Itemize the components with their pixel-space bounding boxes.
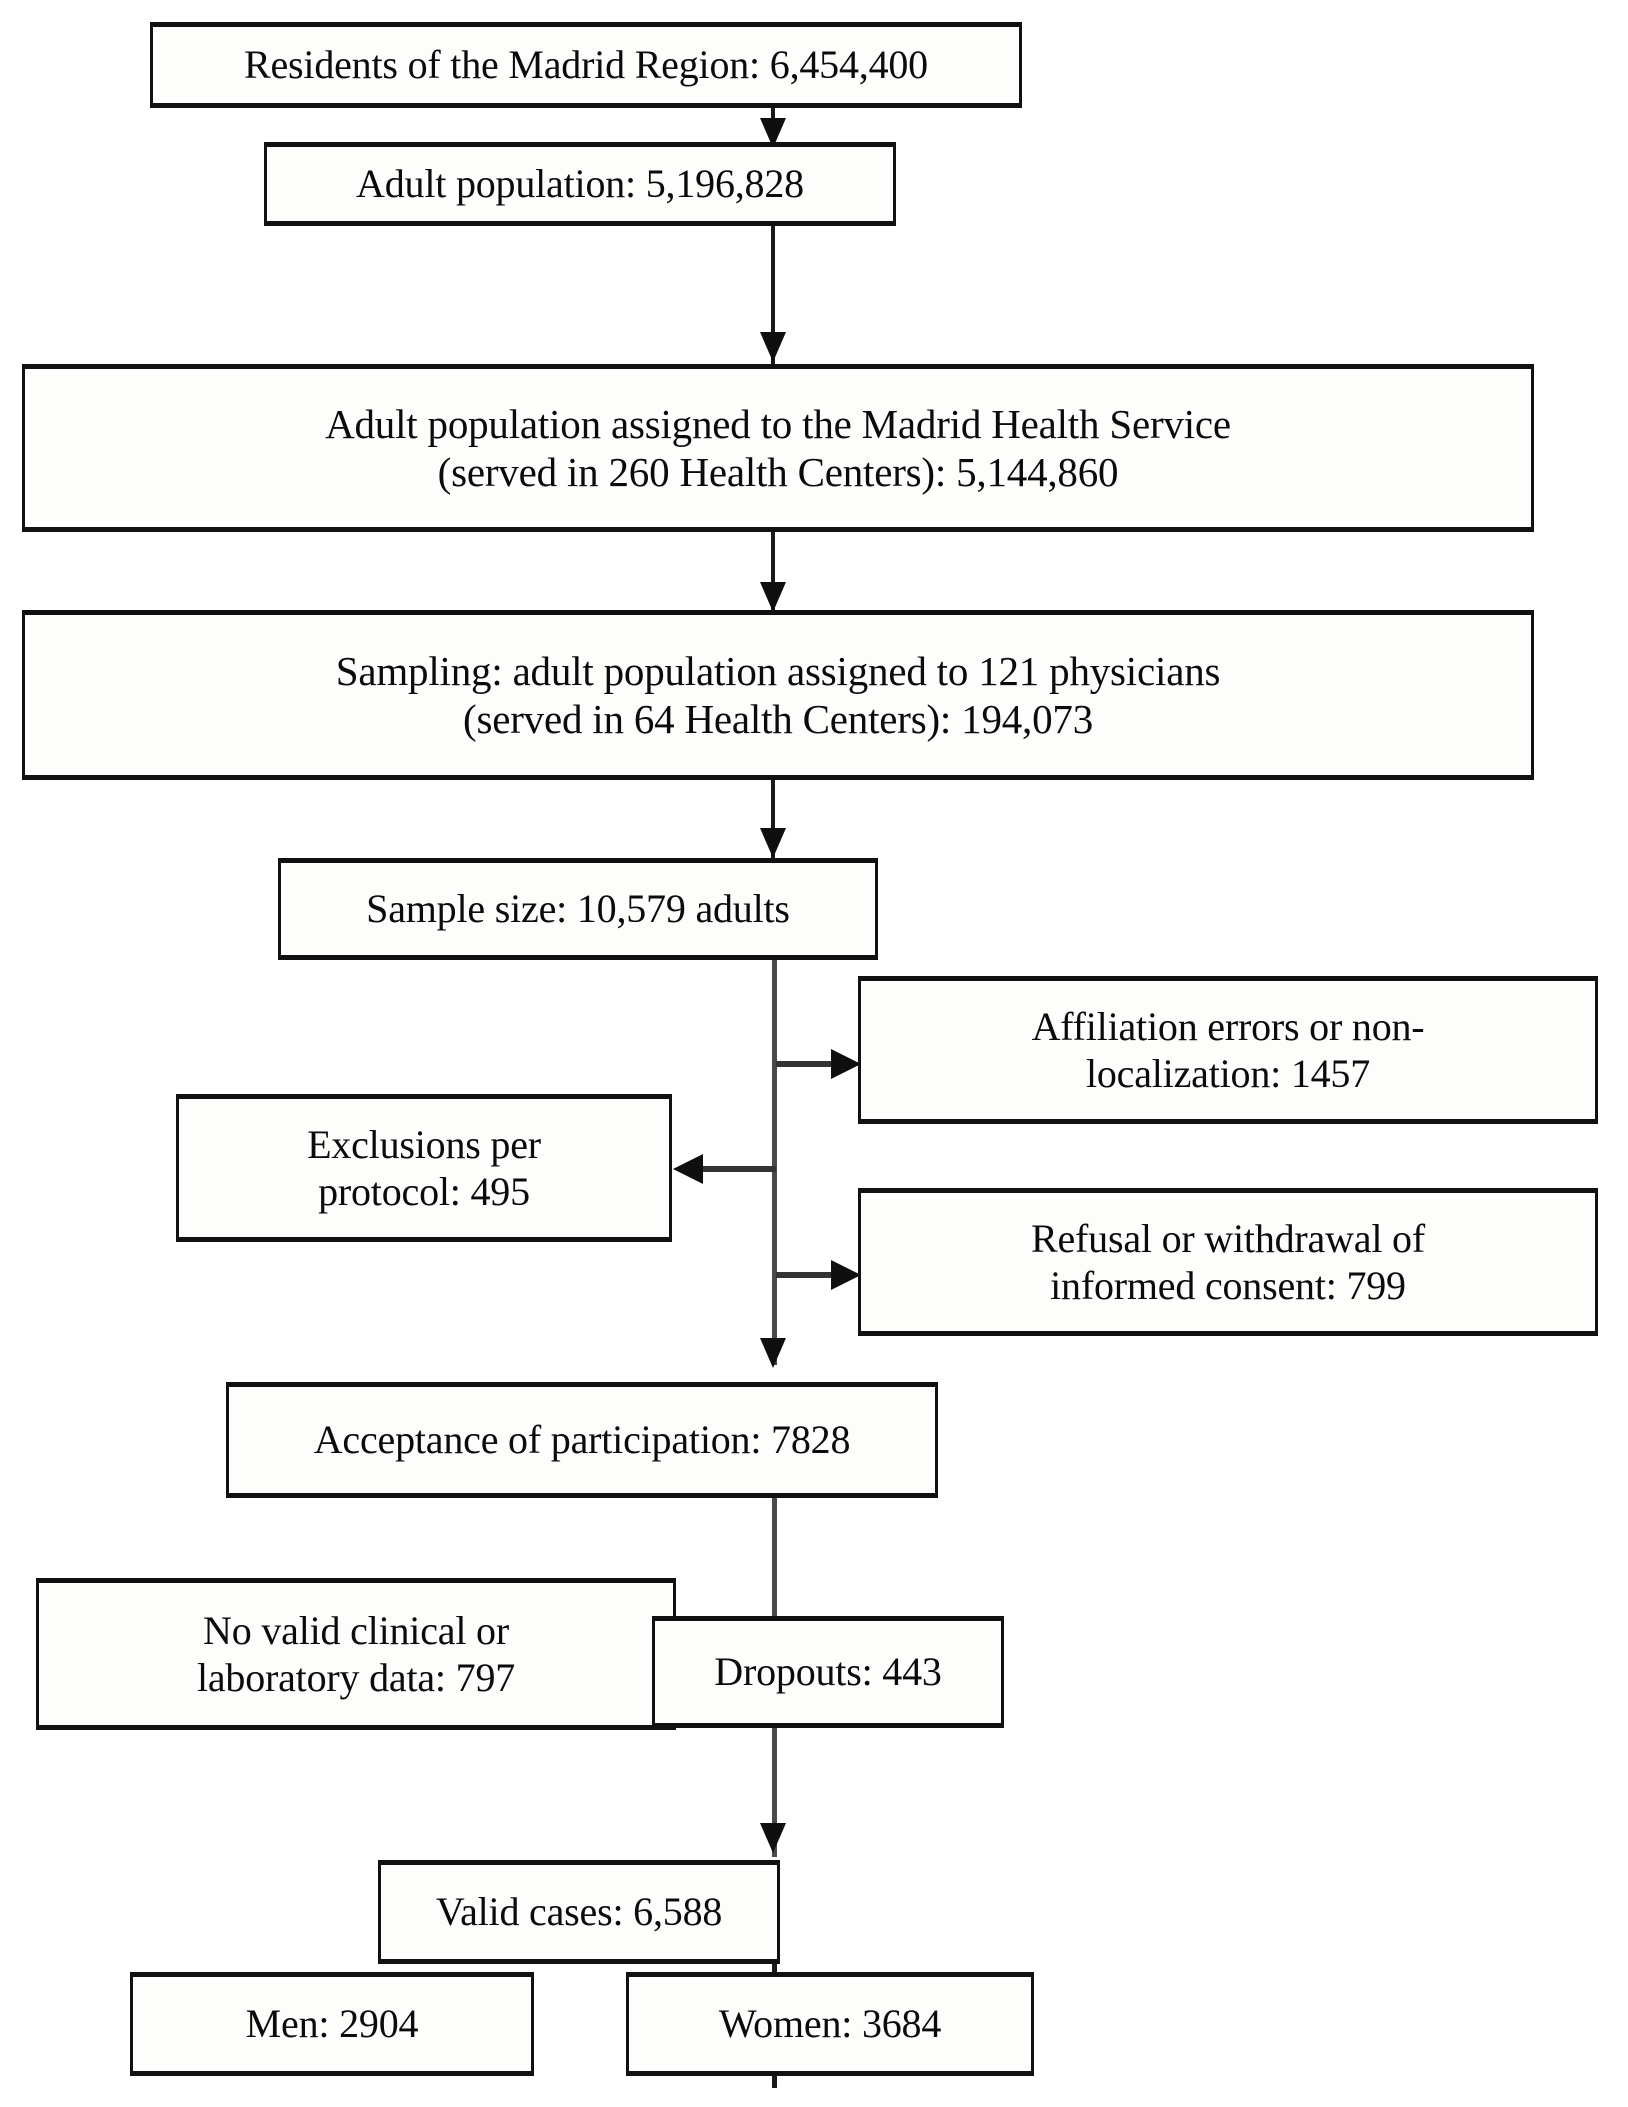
arrowhead-sample-to-refusal <box>831 1260 861 1290</box>
node-acceptance-participation[interactable]: Acceptance of participation: 7828 <box>226 1382 938 1498</box>
arrowhead-sample-to-affiliation <box>831 1049 861 1079</box>
node-refusal-withdrawal-label: Refusal or withdrawal of informed consen… <box>1031 1215 1425 1308</box>
connector-sampling-to-sample <box>771 778 775 858</box>
node-affiliation-errors-label: Affiliation errors or non- localization:… <box>1031 1003 1425 1096</box>
node-sampling-physicians[interactable]: Sampling: adult population assigned to 1… <box>22 610 1534 780</box>
connector-sample-to-exclusions <box>700 1166 776 1172</box>
node-refusal-withdrawal[interactable]: Refusal or withdrawal of informed consen… <box>858 1188 1598 1336</box>
node-affiliation-errors[interactable]: Affiliation errors or non- localization:… <box>858 976 1598 1124</box>
node-sampling-physicians-label: Sampling: adult population assigned to 1… <box>335 647 1221 742</box>
node-valid-cases[interactable]: Valid cases: 6,588 <box>378 1860 780 1964</box>
connector-sample-to-affiliation <box>776 1061 838 1067</box>
node-men[interactable]: Men: 2904 <box>130 1972 534 2076</box>
node-adult-population[interactable]: Adult population: 5,196,828 <box>264 142 896 226</box>
node-sample-size-box[interactable]: Sample size: 10,579 adults <box>278 858 878 960</box>
node-no-valid-data[interactable]: No valid clinical or laboratory data: 79… <box>36 1578 676 1730</box>
node-exclusions-per-protocol-label: Exclusions per protocol: 495 <box>307 1121 541 1214</box>
node-residents-label: Residents of the Madrid Region: 6,454,40… <box>244 42 928 88</box>
connector-assigned-to-sampling <box>771 530 775 612</box>
node-residents[interactable]: Residents of the Madrid Region: 6,454,40… <box>150 22 1022 108</box>
node-women-label: Women: 3684 <box>718 2001 942 2047</box>
node-dropouts[interactable]: Dropouts: 443 <box>652 1616 1004 1728</box>
node-assigned-madrid-health-service-label: Adult population assigned to the Madrid … <box>325 400 1231 495</box>
node-dropouts-label: Dropouts: 443 <box>714 1649 942 1695</box>
arrowhead-sampling-to-sample <box>760 828 786 858</box>
arrowhead-sample-to-acceptance <box>760 1338 786 1368</box>
node-acceptance-participation-label: Acceptance of participation: 7828 <box>313 1417 851 1463</box>
connector-sample-to-refusal <box>776 1272 838 1278</box>
node-assigned-madrid-health-service[interactable]: Adult population assigned to the Madrid … <box>22 364 1534 532</box>
arrowhead-adult-to-assigned <box>760 332 786 362</box>
arrowhead-acceptance-to-valid <box>760 1823 786 1853</box>
arrowhead-sample-to-exclusions <box>673 1154 703 1184</box>
connector-adult-to-assigned <box>771 225 775 365</box>
node-sample-size-label: Sample size: 10,579 adults <box>366 886 790 932</box>
node-no-valid-data-label: No valid clinical or laboratory data: 79… <box>196 1607 516 1700</box>
node-exclusions-per-protocol[interactable]: Exclusions per protocol: 495 <box>176 1094 672 1242</box>
node-valid-cases-label: Valid cases: 6,588 <box>435 1889 723 1935</box>
node-adult-population-label: Adult population: 5,196,828 <box>356 161 804 207</box>
node-women[interactable]: Women: 3684 <box>626 1972 1034 2076</box>
connector-sample-to-acceptance <box>772 960 777 1365</box>
arrowhead-assigned-to-sampling <box>760 582 786 612</box>
node-men-label: Men: 2904 <box>245 2001 419 2047</box>
